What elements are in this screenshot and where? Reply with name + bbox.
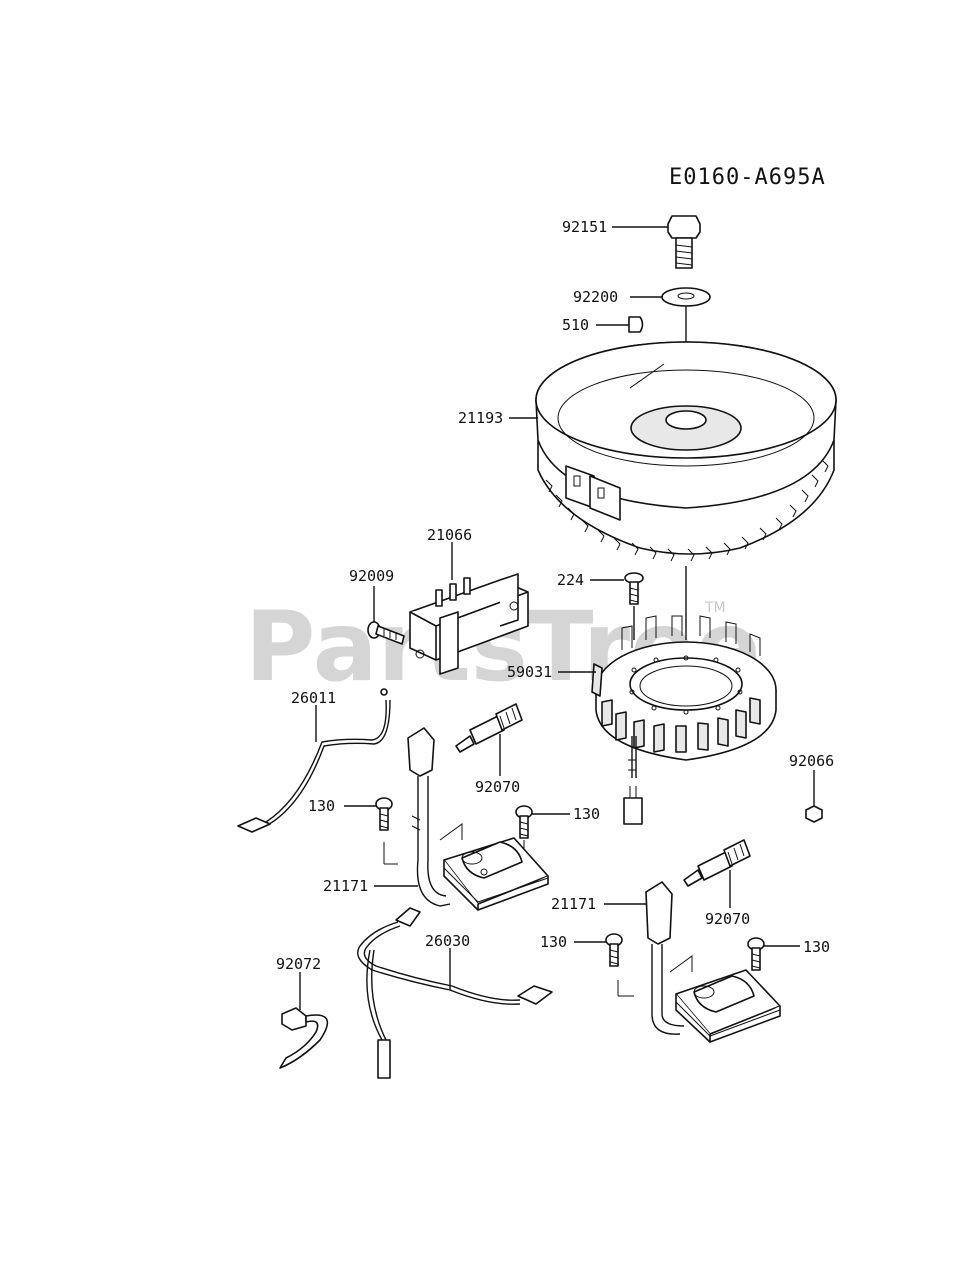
part-label-130-b[interactable]: 130 — [573, 805, 600, 823]
part-label-26011[interactable]: 26011 — [291, 689, 336, 707]
part-label-26030[interactable]: 26030 — [425, 932, 470, 950]
ignition-coil-icon[interactable] — [645, 881, 781, 1043]
part-label-92066[interactable]: 92066 — [789, 752, 834, 770]
screw-icon[interactable] — [624, 572, 644, 605]
part-label-92070-upper[interactable]: 92070 — [475, 778, 520, 796]
part-label-130-a[interactable]: 130 — [308, 797, 335, 815]
part-label-92200[interactable]: 92200 — [573, 288, 618, 306]
bolt-icon[interactable] — [667, 215, 701, 269]
flywheel-icon[interactable] — [535, 341, 837, 562]
bolt-icon[interactable] — [747, 937, 765, 971]
diagram-code: E0160-A695A — [669, 165, 826, 190]
spark-plug-icon[interactable] — [455, 703, 523, 753]
part-label-92072[interactable]: 92072 — [276, 955, 321, 973]
part-label-130-c[interactable]: 130 — [540, 933, 567, 951]
bolt-icon[interactable] — [605, 933, 623, 967]
washer-icon[interactable] — [661, 287, 711, 307]
spark-plug-icon[interactable] — [683, 839, 751, 887]
part-label-92151[interactable]: 92151 — [562, 218, 607, 236]
watermark-trademark: TM — [704, 600, 726, 616]
part-label-21171-lower[interactable]: 21171 — [551, 895, 596, 913]
part-label-21066[interactable]: 21066 — [427, 526, 472, 544]
part-label-92009[interactable]: 92009 — [349, 567, 394, 585]
regulator-icon[interactable] — [409, 573, 529, 675]
band-clamp-icon[interactable] — [279, 1007, 329, 1069]
part-label-224[interactable]: 224 — [557, 571, 584, 589]
bolt-icon[interactable] — [515, 805, 533, 839]
part-label-92070-lower[interactable]: 92070 — [705, 910, 750, 928]
key-icon[interactable] — [628, 316, 644, 333]
part-label-21193[interactable]: 21193 — [458, 409, 503, 427]
part-label-130-d[interactable]: 130 — [803, 938, 830, 956]
part-label-59031[interactable]: 59031 — [507, 663, 552, 681]
part-label-510[interactable]: 510 — [562, 316, 589, 334]
lead-wire-icon[interactable] — [357, 907, 553, 1079]
bolt-icon[interactable] — [375, 797, 393, 831]
nut-icon[interactable] — [805, 805, 823, 823]
ignition-coil-icon[interactable] — [407, 727, 549, 911]
part-label-21171-upper[interactable]: 21171 — [323, 877, 368, 895]
stator-icon[interactable] — [591, 615, 777, 825]
screw-icon[interactable] — [367, 621, 405, 645]
lead-wire-icon[interactable] — [237, 688, 391, 833]
